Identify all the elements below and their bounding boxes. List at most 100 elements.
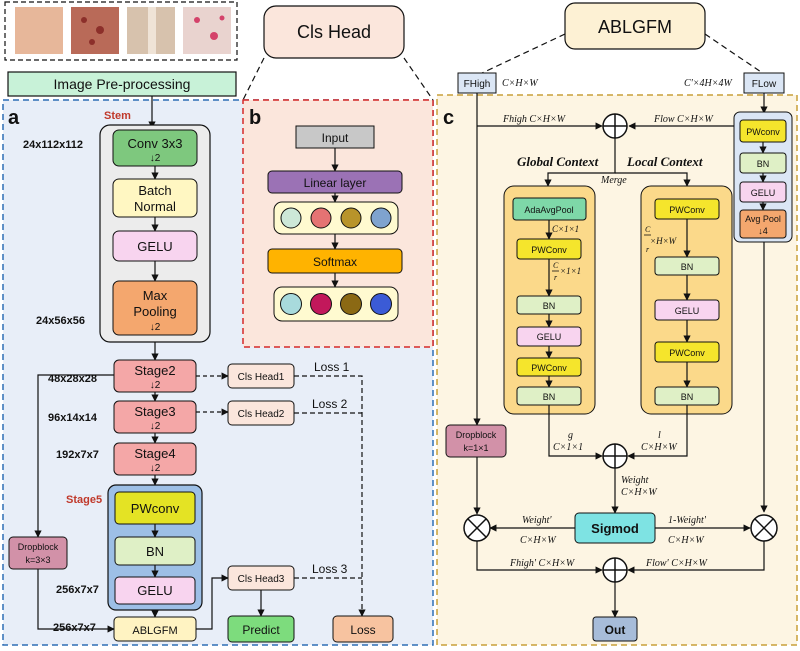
stage5-pwconv-label: PWconv — [131, 501, 180, 516]
global-dim-cr-den: r — [554, 273, 558, 282]
loss-label: Loss — [350, 623, 375, 637]
sigmod-label: Sigmod — [591, 521, 639, 536]
predict-block — [227, 615, 295, 643]
panel-a-letter: a — [8, 107, 20, 129]
global-dim-c11: C×1×1 — [552, 224, 579, 234]
adaavgpool-label: AdaAvgPool — [524, 205, 573, 215]
max-label-line2: Pooling — [133, 304, 176, 319]
global-gelu-label: GELU — [537, 332, 562, 342]
g-label: g — [568, 430, 573, 441]
local-bn2-label: BN — [681, 392, 694, 402]
low-avgpool-stride: ↓4 — [758, 226, 768, 236]
fhigh-sum-label: Fhigh C×H×W — [502, 114, 567, 125]
batch-label-line1: Batch — [138, 183, 171, 198]
low-bn-label: BN — [757, 159, 770, 169]
flow-prime-label: Flow' C×H×W — [645, 558, 709, 569]
max-pooling-block — [112, 280, 198, 336]
ablgfm-title-box — [564, 2, 706, 50]
dropblock-a-label2: k=3×3 — [25, 555, 50, 565]
batch-label-line2: Normal — [134, 199, 176, 214]
dim-96x14x14: 96x14x14 — [48, 412, 98, 424]
gelu-stem-label: GELU — [137, 239, 172, 254]
out-block — [592, 616, 638, 642]
cls-head1-label: Cls Head1 — [238, 372, 285, 383]
dim-256x7x7-b: 256x7x7 — [53, 622, 96, 634]
stage5-gelu-label: GELU — [137, 583, 172, 598]
neurons-row-2 — [273, 286, 399, 322]
fhigh-label: FHigh — [464, 79, 491, 90]
dropblock-c-block — [445, 424, 507, 458]
loss2-label: Loss 2 — [312, 397, 348, 411]
flow-dim: C'×4H×4W — [684, 78, 734, 89]
panel-c-letter: c — [443, 107, 454, 129]
neurons-row-1 — [273, 201, 399, 235]
dim-48x28x28: 48x28x28 — [48, 373, 97, 385]
l-label: l — [658, 430, 661, 441]
dim-256x7x7-a: 256x7x7 — [56, 584, 99, 596]
merge-label: Merge — [600, 175, 627, 186]
skin-image-4 — [183, 7, 231, 54]
global-bn2-label: BN — [543, 392, 556, 402]
dropblock-a-label1: Dropblock — [18, 542, 59, 552]
stage4-stride: ↓2 — [150, 463, 161, 474]
linear-layer-label: Linear layer — [304, 176, 367, 190]
dim-24x56x56: 24x56x56 — [36, 315, 85, 327]
local-pwconv2-label: PWConv — [669, 348, 705, 358]
neuron-circle — [310, 293, 332, 315]
predict-label: Predict — [242, 623, 280, 637]
input-label: Input — [322, 131, 349, 145]
global-pwconv1-label: PWConv — [531, 245, 567, 255]
ablgfm-label: ABLGFM — [132, 625, 177, 637]
neuron-circle — [310, 207, 332, 229]
global-dim-cr-rest: ×1×1 — [560, 266, 581, 276]
dropblock-c-label2: k=1×1 — [463, 443, 488, 453]
low-avgpool-label: Avg Pool — [745, 214, 781, 224]
neurons-row-2-circles — [280, 293, 392, 315]
loss3-label: Loss 3 — [312, 562, 348, 576]
local-gelu-label: GELU — [675, 306, 700, 316]
local-dim-cr-rest: ×H×W — [650, 236, 678, 246]
dim-192x7x7: 192x7x7 — [56, 449, 99, 461]
global-bn1-label: BN — [543, 301, 556, 311]
neuron-circle — [280, 207, 302, 229]
cls-head-title-box — [263, 5, 405, 59]
stem-label: Stem — [104, 110, 131, 122]
dim-24x112x112: 24x112x112 — [23, 139, 83, 151]
cls-head2-label: Cls Head2 — [238, 409, 285, 420]
global-context-label: Global Context — [517, 154, 599, 169]
neuron-circle — [340, 293, 362, 315]
one-minus-weight-dim: C×H×W — [668, 535, 705, 546]
max-label-line1: Max — [143, 288, 168, 303]
local-dim-cr-num: C — [645, 225, 651, 234]
weight-label: Weight — [621, 475, 649, 486]
conv3x3-stride: ↓2 — [150, 153, 161, 164]
global-dim-cr-num: C — [553, 261, 559, 270]
low-pwconv-label: PWconv — [746, 127, 780, 137]
global-pwconv2-label: PWConv — [531, 363, 567, 373]
panel-b-letter: b — [249, 107, 261, 129]
conv3x3-label: Conv 3x3 — [128, 136, 183, 151]
panel-c-background — [436, 94, 798, 646]
cls-head3-label: Cls Head3 — [238, 574, 285, 585]
stage5-label: Stage5 — [66, 494, 102, 506]
neuron-circle — [280, 293, 302, 315]
loss1-label: Loss 1 — [314, 360, 350, 374]
skin-image-1 — [15, 7, 63, 54]
g-dim: C×1×1 — [553, 442, 583, 453]
neurons-row-1-circles — [280, 207, 392, 229]
max-pooling-stride: ↓2 — [150, 322, 161, 333]
weight-dim: C×H×W — [621, 487, 658, 498]
flow-sum-label: Flow C×H×W — [653, 114, 714, 125]
local-pwconv1-label: PWConv — [669, 205, 705, 215]
low-avgpool-block — [739, 209, 787, 239]
ablgfm-title: ABLGFM — [598, 17, 672, 37]
preprocessing-label: Image Pre-processing — [54, 76, 191, 92]
stage5-gelu-block — [114, 576, 196, 605]
stage2-stride: ↓2 — [150, 380, 161, 391]
stage2-label: Stage2 — [134, 363, 175, 378]
softmax-label: Softmax — [313, 255, 357, 269]
dropblock-c-label1: Dropblock — [456, 430, 497, 440]
flow-label: FLow — [752, 79, 777, 90]
low-gelu-label: GELU — [751, 188, 776, 198]
